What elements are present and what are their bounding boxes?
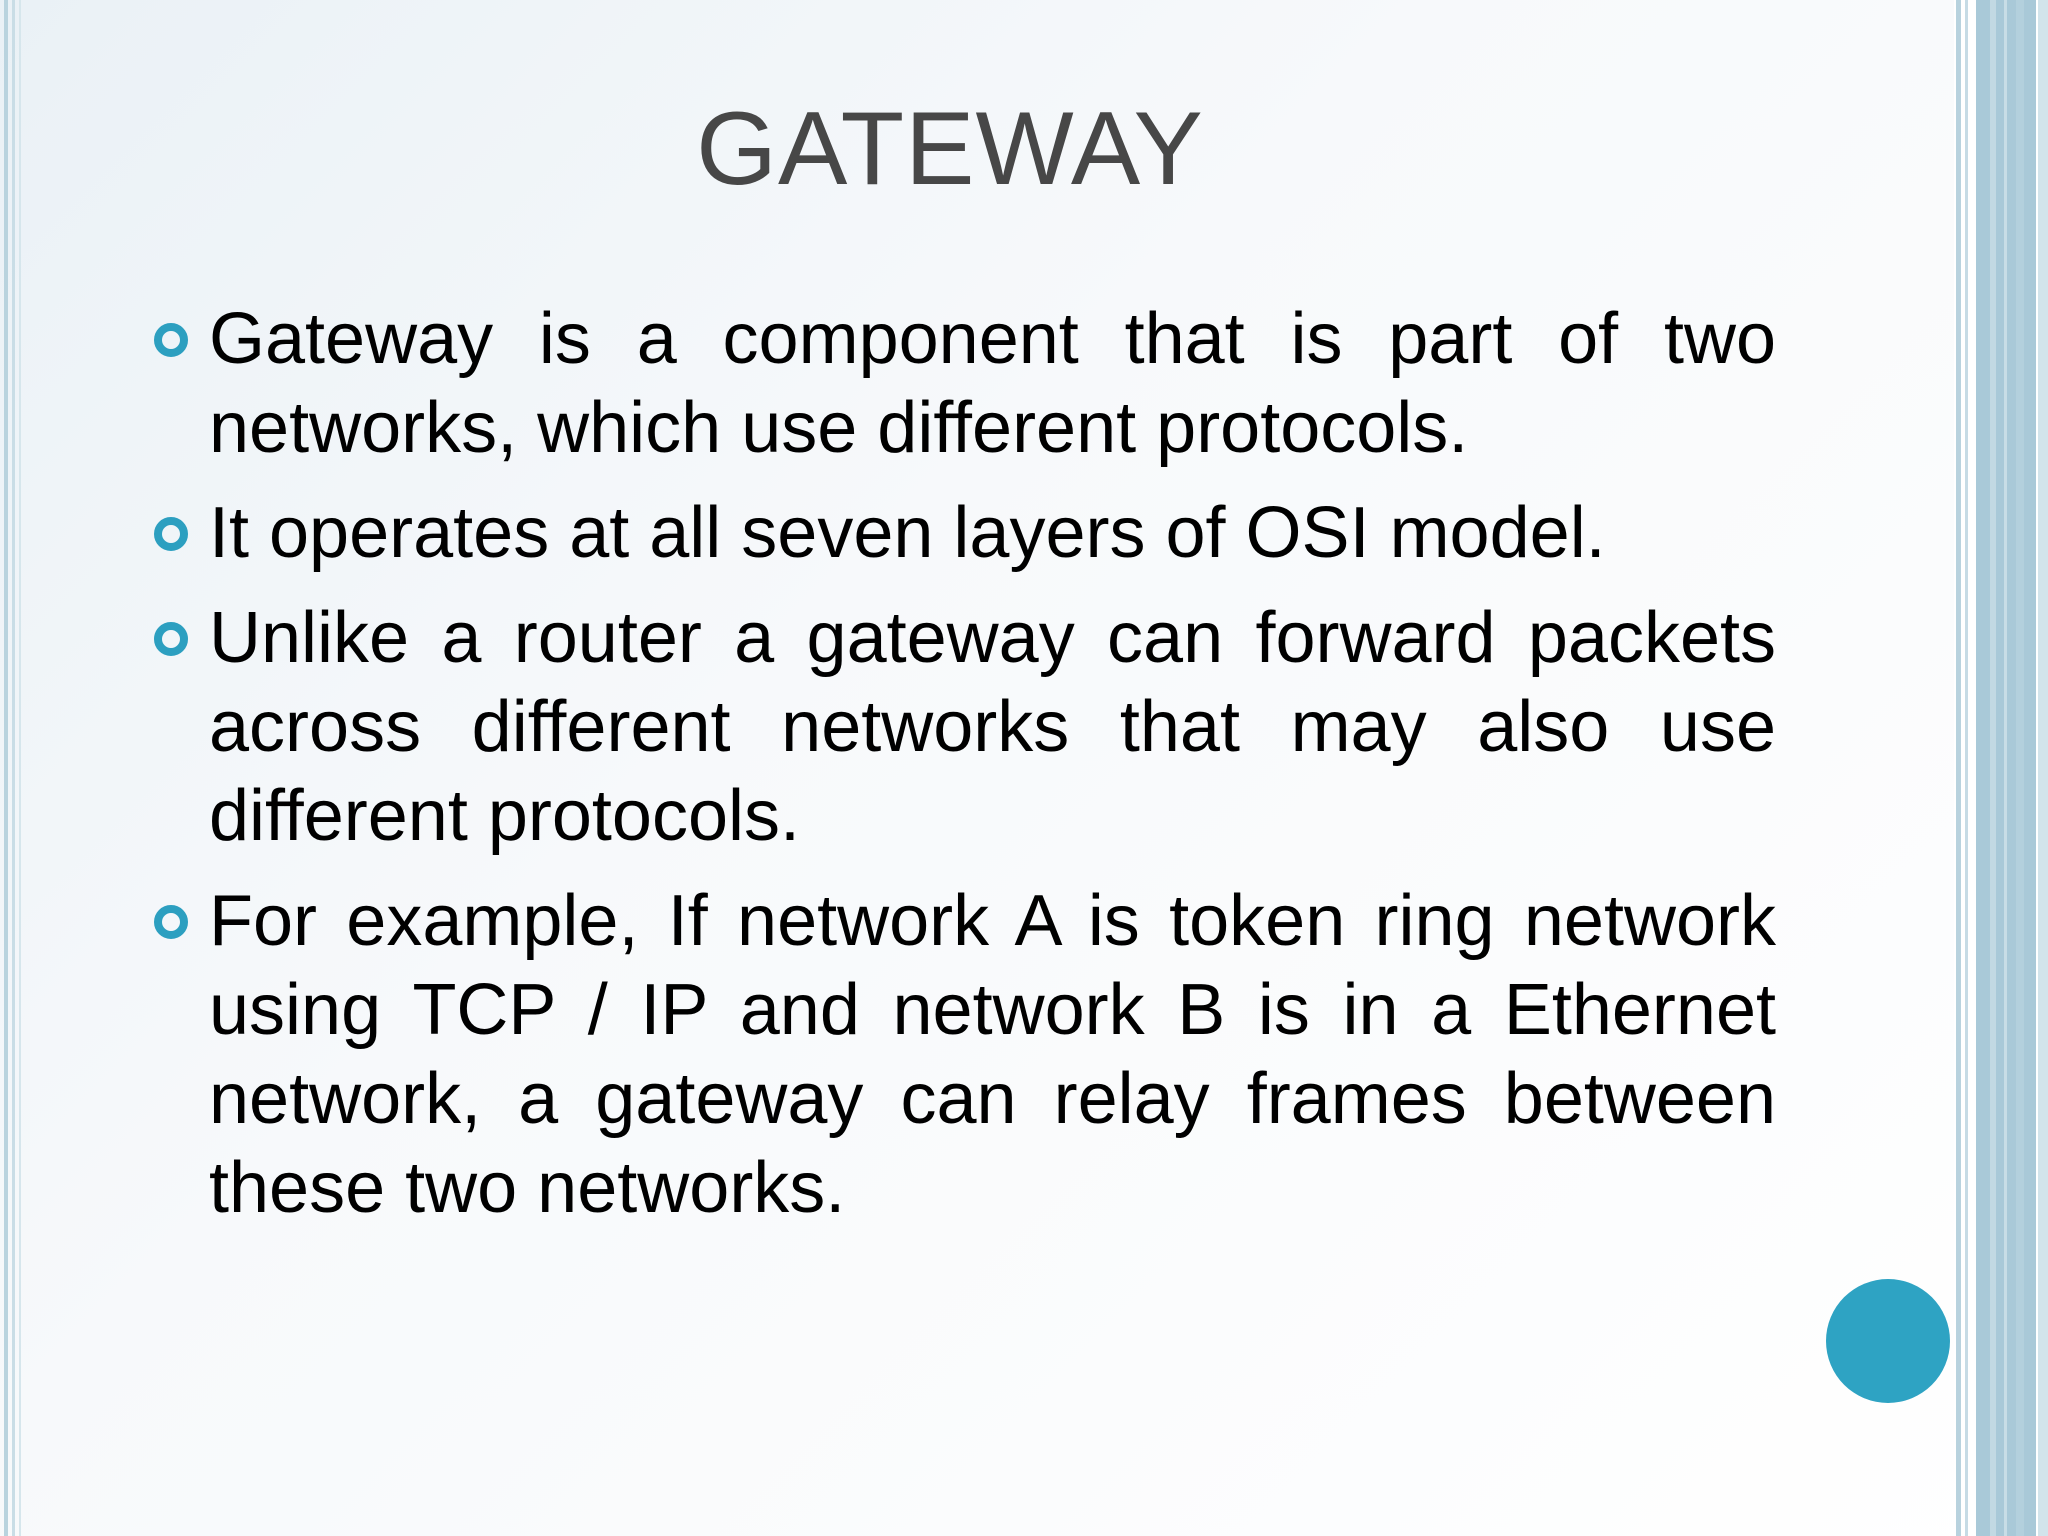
bullet-circle-icon: [154, 622, 188, 656]
list-item: Gateway is a component that is part of t…: [140, 295, 1776, 473]
list-item: Unlike a router a gateway can forward pa…: [140, 594, 1776, 861]
bullet-text: Unlike a router a gateway can forward pa…: [209, 598, 1776, 856]
list-item: For example, If network A is token ring …: [140, 877, 1776, 1233]
bullet-text: For example, If network A is token ring …: [209, 881, 1776, 1228]
bullet-text: It operates at all seven layers of OSI m…: [209, 493, 1606, 573]
list-item: It operates at all seven layers of OSI m…: [140, 489, 1776, 578]
right-border-decoration: [1954, 0, 2048, 1536]
slide-title: GATEWAY: [696, 91, 1204, 207]
bullet-text: Gateway is a component that is part of t…: [209, 299, 1776, 468]
left-border-decoration: [0, 0, 26, 1536]
decorative-circle: [1826, 1279, 1950, 1403]
bullet-circle-icon: [154, 905, 188, 939]
bullet-circle-icon: [154, 323, 188, 357]
bullet-circle-icon: [154, 517, 188, 551]
bullet-list: Gateway is a component that is part of t…: [140, 295, 1776, 1249]
